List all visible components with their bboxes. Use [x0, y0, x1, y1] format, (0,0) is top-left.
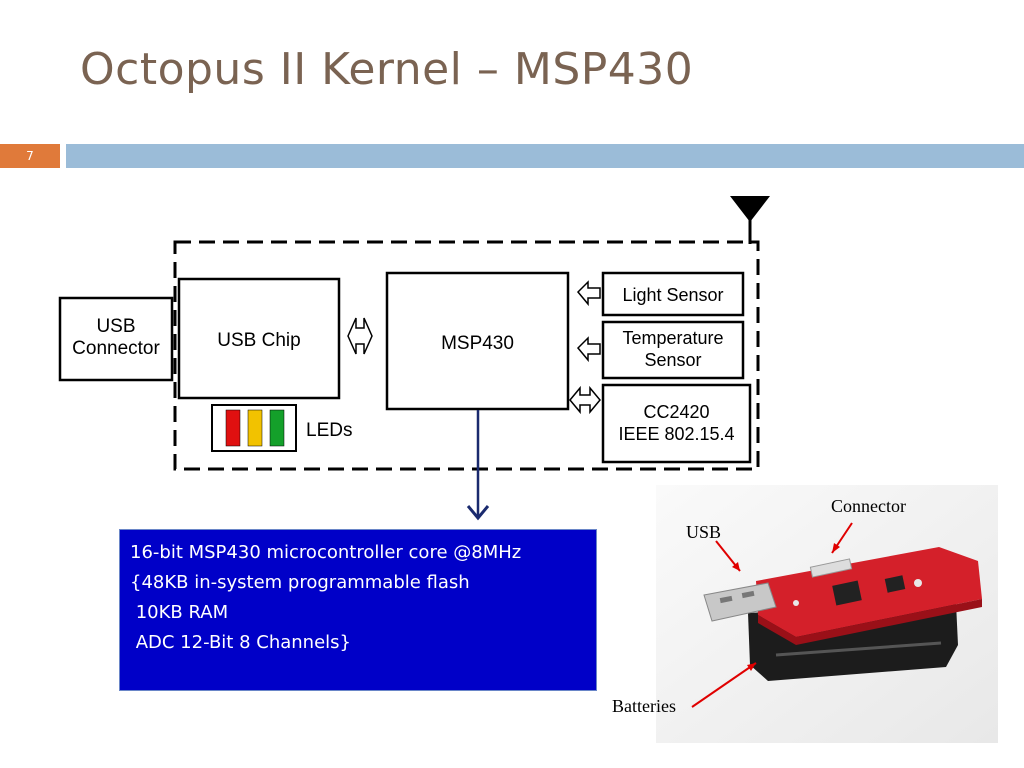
usb-plug-slot [719, 595, 733, 604]
photo-label-usb: USB [686, 522, 722, 542]
cc2420-box [601, 383, 752, 464]
usb-chip-box [177, 277, 341, 400]
msp-cc2420-bidirectional-arrow-icon [569, 385, 601, 415]
usb-chip-label: USB Chip [217, 330, 301, 351]
slide-title: Octopus II Kernel – MSP430 [80, 44, 694, 95]
spec-line: 10KB RAM [130, 602, 229, 623]
usb-plug [703, 582, 777, 622]
usb-pointer-head-icon [732, 562, 740, 571]
cc2420-label: CC2420 IEEE 802.15.4 [618, 402, 735, 444]
pcb-connector [809, 558, 853, 578]
led-yellow [247, 409, 263, 447]
batteries-pointer-arrow [691, 662, 757, 708]
board-outline [173, 240, 760, 471]
antenna-icon [730, 196, 770, 222]
pcb-component [793, 600, 799, 606]
msp430-label: MSP430 [441, 333, 514, 354]
pcb-edge [758, 599, 982, 645]
led-green [269, 409, 285, 447]
connector-pointer-head-icon [832, 543, 840, 553]
light-sensor-label: Light Sensor [622, 285, 724, 305]
specs-box: 16-bit MSP430 microcontroller core @8MHz… [119, 529, 597, 691]
temperature-sensor-box [601, 320, 745, 380]
light-sensor-arrow-icon [576, 280, 601, 307]
usb-connector-box [58, 296, 174, 382]
header-bar [66, 144, 1024, 168]
pcb-component [914, 579, 922, 587]
slide-number: 7 [0, 144, 60, 168]
msp430-box [385, 271, 570, 411]
device-photo [656, 485, 998, 743]
batteries-pointer-head-icon [747, 663, 756, 671]
usb-plug-slot [741, 590, 755, 599]
spec-line: {48KB in-system programmable flash [130, 572, 470, 593]
device-illustration [656, 485, 998, 743]
spec-line: 16-bit MSP430 microcontroller core @8MHz [130, 542, 522, 563]
photo-label-connector: Connector [831, 496, 906, 516]
pcb-chip-small [884, 575, 906, 593]
usb-connector-label: USB Connector [72, 316, 160, 359]
pcb-board [756, 547, 982, 637]
photo-label-batteries: Batteries [612, 696, 676, 716]
usb-msp-bidirectional-arrow-icon [347, 317, 373, 355]
pcb-chip-main [832, 580, 862, 606]
battery-pack-highlight [775, 641, 942, 657]
temperature-sensor-label: Temperature Sensor [622, 328, 724, 370]
leds-label: LEDs [306, 420, 353, 441]
temperature-sensor-arrow-icon [576, 336, 601, 363]
light-sensor-box [601, 271, 745, 317]
spec-arrow-head-icon [466, 505, 490, 521]
led-red [225, 409, 241, 447]
spec-line: ADC 12-Bit 8 Channels} [130, 632, 351, 653]
